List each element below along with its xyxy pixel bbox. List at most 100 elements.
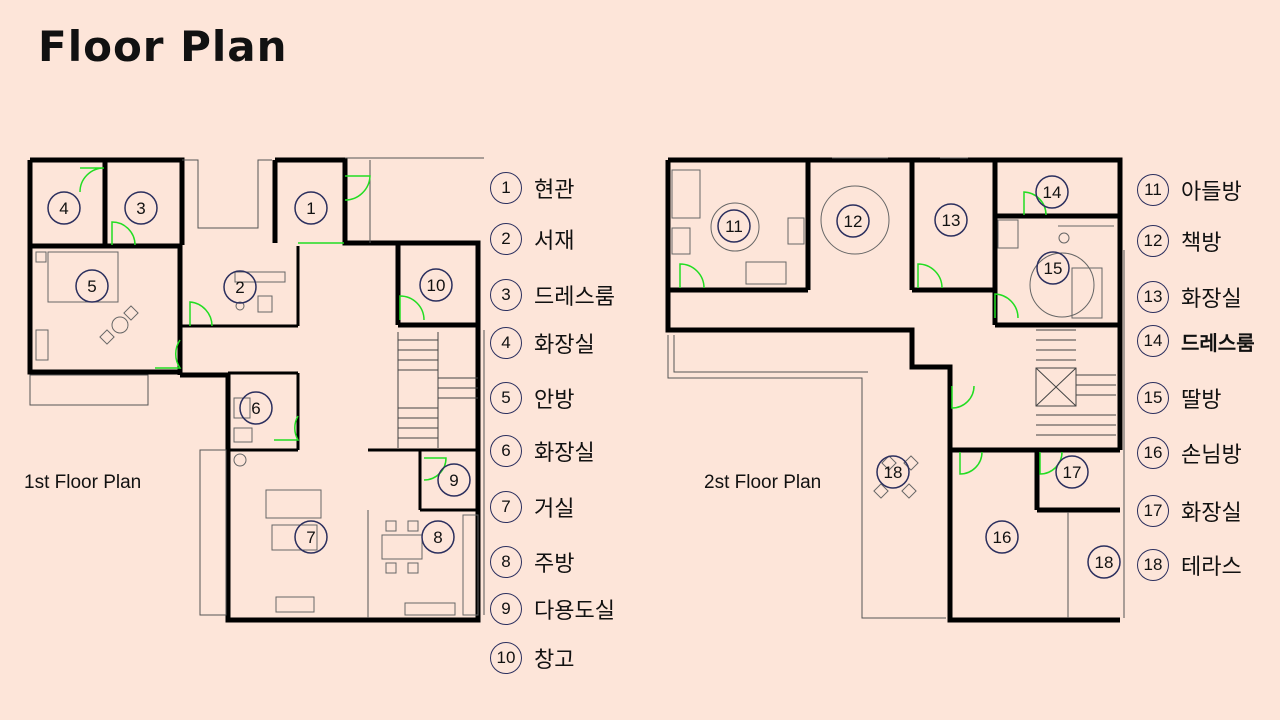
legend-item: 18 테라스 <box>1137 548 1242 582</box>
legend-room-name: 아들방 <box>1181 180 1242 205</box>
room-marker-circle <box>437 463 471 497</box>
legend-item: 11 아들방 <box>1137 173 1242 207</box>
legend-room-name: 안방 <box>534 388 575 413</box>
room-marker-number: 4 <box>59 199 68 218</box>
room-marker-circle <box>419 268 453 302</box>
legend-number: 4 <box>490 327 522 359</box>
legend-room-name: 드레스룸 <box>1181 330 1255 355</box>
room-marker-circle <box>421 520 455 554</box>
room-marker-circle <box>239 391 273 425</box>
legend-room-name: 손님방 <box>1181 443 1242 468</box>
first-floor-stairs <box>397 332 478 448</box>
room-marker-circle <box>717 209 751 243</box>
legend-room-name: 주방 <box>534 552 575 577</box>
legend-number: 8 <box>490 546 522 578</box>
room-marker-number: 8 <box>433 528 442 547</box>
legend-room-name: 화장실 <box>1181 501 1242 526</box>
legend-room-name: 드레스룸 <box>534 285 615 310</box>
room-marker-6: 6 <box>239 391 273 425</box>
room-marker-18-terrace: 18 <box>1087 545 1121 579</box>
legend-number: 10 <box>490 642 522 674</box>
room-marker-11: 11 <box>717 209 751 243</box>
room-marker-number: 2 <box>235 278 244 297</box>
first-floor-furniture <box>35 251 479 616</box>
first-floor-doors <box>79 167 447 481</box>
legend-item: 10 창고 <box>490 641 574 675</box>
legend-room-name: 서재 <box>534 229 575 254</box>
room-marker-circle <box>1036 251 1070 285</box>
legend-room-name: 다용도실 <box>534 599 615 624</box>
room-marker-number: 10 <box>427 276 446 295</box>
room-marker-number: 3 <box>136 199 145 218</box>
legend-item: 16 손님방 <box>1137 436 1242 470</box>
legend-number: 17 <box>1137 495 1169 527</box>
legend-room-name: 책방 <box>1181 231 1222 256</box>
room-marker-number: 14 <box>1043 183 1062 202</box>
legend-room-name: 창고 <box>534 648 575 673</box>
room-marker-5: 5 <box>75 269 109 303</box>
second-floor-thin-lines <box>667 157 1125 619</box>
legend-number: 5 <box>490 382 522 414</box>
room-marker-circle <box>294 191 328 225</box>
second-floor-doors <box>679 191 1063 475</box>
legend-item: 14 드레스룸 <box>1137 324 1255 358</box>
room-marker-number: 12 <box>844 212 863 231</box>
legend-item: 7 거실 <box>490 490 574 524</box>
first-floor-walls <box>27 157 481 623</box>
room-marker-circle <box>294 520 328 554</box>
page-title: Floor Plan <box>38 22 288 71</box>
legend-item: 5 안방 <box>490 381 574 415</box>
legend-item: 17 화장실 <box>1137 494 1242 528</box>
legend-number: 11 <box>1137 174 1169 206</box>
room-marker-number: 13 <box>942 211 961 230</box>
legend-number: 16 <box>1137 437 1169 469</box>
room-marker-3: 3 <box>124 191 158 225</box>
room-marker-circle <box>934 203 968 237</box>
legend-number: 18 <box>1137 549 1169 581</box>
room-marker-16: 16 <box>985 520 1019 554</box>
room-marker-14: 14 <box>1035 175 1069 209</box>
room-marker-number: 18 <box>1095 553 1114 572</box>
room-marker-number: 1 <box>306 199 315 218</box>
legend-number: 7 <box>490 491 522 523</box>
legend-number: 14 <box>1137 325 1169 357</box>
legend-item: 9 다용도실 <box>490 592 615 626</box>
legend-number: 9 <box>490 593 522 625</box>
legend-number: 6 <box>490 435 522 467</box>
room-marker-12: 12 <box>836 204 870 238</box>
room-marker-number: 17 <box>1063 463 1082 482</box>
legend-item: 8 주방 <box>490 545 574 579</box>
room-marker-2: 2 <box>223 270 257 304</box>
room-marker-number: 15 <box>1044 259 1063 278</box>
room-marker-circle <box>1055 455 1089 489</box>
room-marker-number: 5 <box>87 277 96 296</box>
room-marker-number: 11 <box>725 217 743 236</box>
first-floor-thin-lines <box>29 157 485 618</box>
room-marker-circle <box>985 520 1019 554</box>
legend-number: 13 <box>1137 281 1169 313</box>
room-marker-number: 9 <box>449 471 458 490</box>
first-floor-plan <box>27 157 485 623</box>
room-marker-7: 7 <box>294 520 328 554</box>
second-floor-plan <box>665 157 1125 623</box>
legend-room-name: 거실 <box>534 497 575 522</box>
second-floor-label: 2st Floor Plan <box>704 472 822 493</box>
first-floor-label: 1st Floor Plan <box>24 472 142 493</box>
legend-room-name: 딸방 <box>1181 388 1222 413</box>
room-marker-18: 18 <box>876 455 910 489</box>
room-marker-9: 9 <box>437 463 471 497</box>
legend-room-name: 테라스 <box>1181 555 1242 580</box>
room-marker-15: 15 <box>1036 251 1070 285</box>
first-floor-inner-walls <box>180 246 478 512</box>
legend-room-name: 현관 <box>534 178 575 203</box>
room-marker-13: 13 <box>934 203 968 237</box>
